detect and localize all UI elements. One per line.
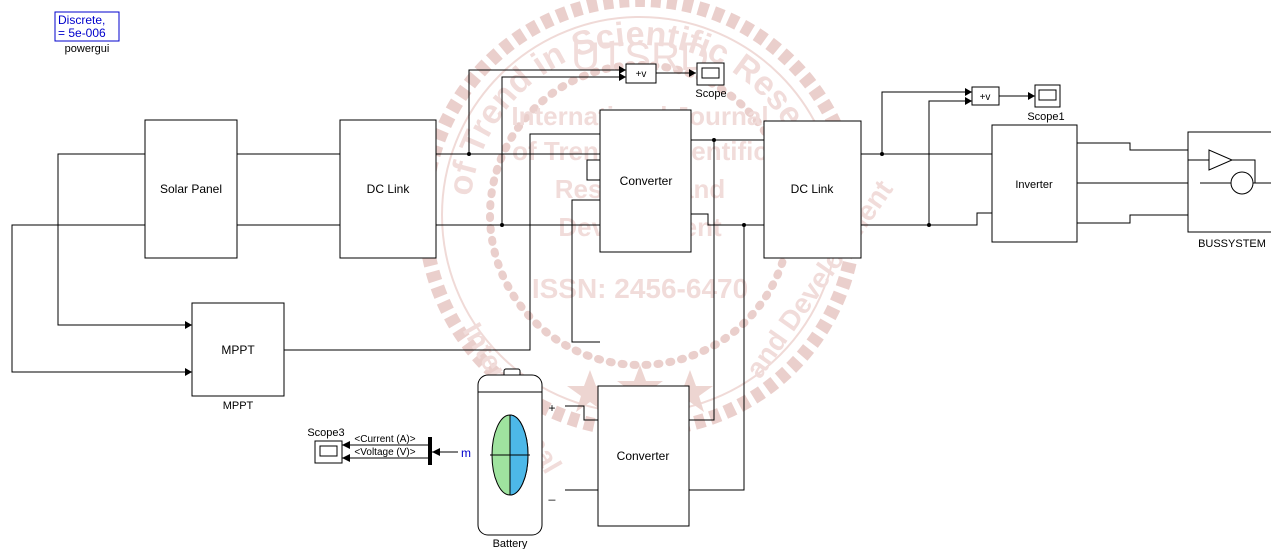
dc-link-block-2[interactable]: DC Link — [763, 120, 862, 259]
scope3-block[interactable]: Scope3 — [307, 427, 345, 464]
powergui-mode: Discrete, — [58, 13, 105, 27]
battery-minus-label: _ — [548, 487, 556, 501]
battery-m-port: m — [461, 446, 471, 460]
voltmeter-1-label: +v — [636, 69, 647, 80]
voltmeter-2[interactable]: +v — [971, 86, 1000, 106]
voltage-signal-label: <Voltage (V)> — [354, 447, 415, 458]
solar-panel-block[interactable]: Solar Panel — [144, 119, 238, 259]
battery-plus-label: + — [548, 401, 555, 415]
battery-label: Battery — [493, 538, 528, 549]
scope-label: Scope — [695, 88, 726, 100]
inverter-label: Inverter — [1015, 179, 1053, 191]
source-icon — [1230, 171, 1254, 195]
mppt-block-label: MPPT — [223, 400, 254, 412]
converter-block-top[interactable]: Converter — [599, 109, 692, 253]
dc-link-1-label: DC Link — [367, 182, 411, 196]
converter-block-bottom[interactable]: Converter — [597, 385, 690, 527]
solar-panel-label: Solar Panel — [160, 182, 222, 196]
port-markers — [185, 66, 1035, 462]
bus-selector[interactable] — [428, 437, 432, 465]
bussystem-label: BUSSYSTEM — [1198, 238, 1266, 250]
connection-lines — [11, 69, 1188, 491]
converter-bottom-label: Converter — [617, 449, 670, 463]
current-signal-label: <Current (A)> — [354, 434, 415, 445]
powergui-sample-time: = 5e-006 — [58, 26, 106, 40]
scope3-icon — [319, 445, 338, 457]
dc-link-2-label: DC Link — [791, 182, 835, 196]
scope3-label: Scope3 — [307, 427, 344, 439]
mppt-block[interactable]: MPPT MPPT — [191, 302, 285, 412]
converter-top-label: Converter — [620, 174, 673, 188]
voltmeter-2-label: +v — [980, 92, 991, 103]
mppt-block-text: MPPT — [221, 343, 255, 357]
scope1-icon — [1038, 89, 1057, 101]
inverter-block[interactable]: Inverter — [991, 124, 1078, 243]
scope-block[interactable]: Scope — [695, 62, 727, 100]
powergui-block[interactable]: Discrete, = 5e-006 powergui — [54, 11, 120, 55]
dc-link-block-1[interactable]: DC Link — [339, 119, 437, 259]
scope1-block[interactable]: Scope1 — [1027, 84, 1065, 123]
bussystem-block[interactable]: BUSSYSTEM — [1187, 131, 1271, 250]
voltmeter-1[interactable]: +v — [625, 63, 657, 84]
powergui-label: powergui — [65, 43, 110, 55]
battery-block[interactable]: + _ Battery — [477, 368, 556, 549]
watermark-issn: ISSN: 2456-6470 — [532, 273, 748, 304]
scope1-label: Scope1 — [1027, 111, 1064, 123]
scope-icon — [701, 67, 720, 79]
